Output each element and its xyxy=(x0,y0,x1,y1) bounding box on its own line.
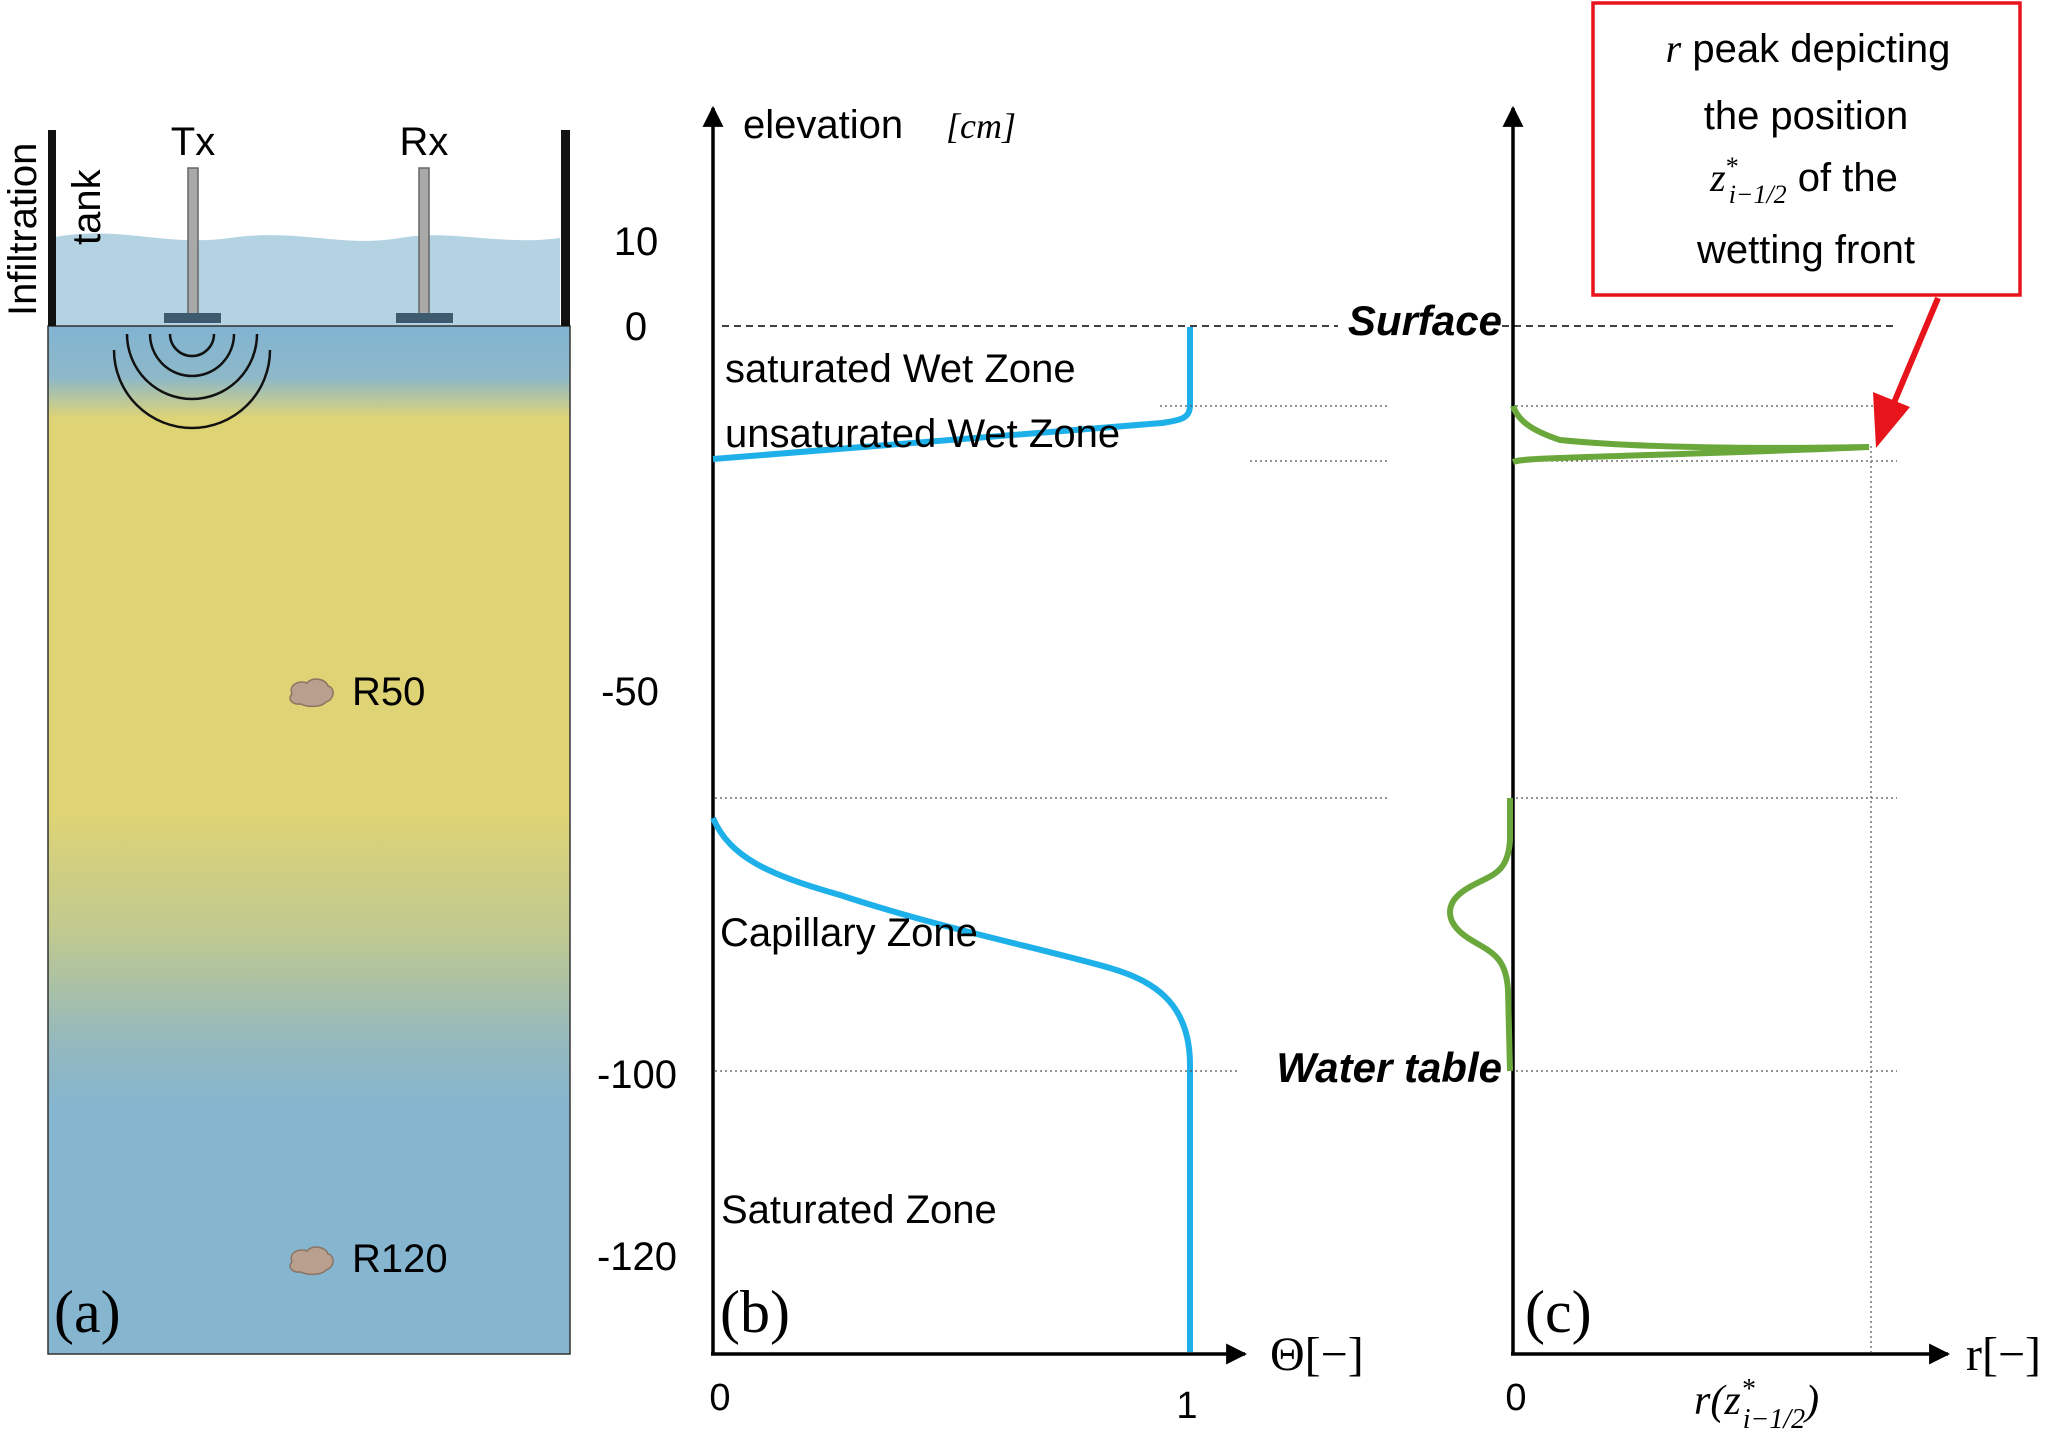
panel-a-label: (a) xyxy=(54,1279,121,1345)
water-table-label: Water table xyxy=(1276,1044,1502,1091)
radar-waves xyxy=(112,333,272,430)
surface-label: Surface xyxy=(1348,297,1502,344)
r-axis-tick-peak-suffix: ) xyxy=(1803,1378,1819,1424)
zone-label-capillary: Capillary Zone xyxy=(720,911,978,955)
callout-line-3-text: of the xyxy=(1787,156,1898,200)
callout-line-3-var: z xyxy=(1709,155,1726,200)
r-axis-tick-peak-var: z xyxy=(1723,1378,1740,1424)
rx-antenna xyxy=(396,167,453,323)
tank-label-infiltration: Infiltration xyxy=(1,143,45,316)
r-axis-tick-peak-sub: i−1/2 xyxy=(1743,1404,1805,1435)
y-tick-minus-120: -120 xyxy=(597,1235,677,1279)
y-tick-0: 0 xyxy=(625,305,647,349)
y-tick-minus-50: -50 xyxy=(601,670,659,714)
receiver-r50-marker xyxy=(289,678,334,708)
guide-lines xyxy=(715,325,1897,1352)
tank-wall-left xyxy=(48,130,56,326)
theta-axis-title: Θ[−] xyxy=(1270,1328,1364,1381)
panel-a: Infiltration tank Tx Rx R50 R120 (a) xyxy=(1,120,571,1355)
theta-profile-capillary xyxy=(710,816,1193,1352)
r-axis-tick-peak-prefix: r( xyxy=(1694,1378,1727,1424)
callout-box xyxy=(1591,1,2022,297)
elevation-axis-unit: [cm] xyxy=(946,106,1016,146)
zone-label-saturated-wet: saturated Wet Zone xyxy=(725,347,1076,391)
rx-label: Rx xyxy=(400,120,449,164)
panel-c-label: (c) xyxy=(1525,1279,1592,1345)
zone-label-unsaturated-wet: unsaturated Wet Zone xyxy=(725,412,1120,456)
receiver-r120-label: R120 xyxy=(352,1237,448,1281)
r-peak-water-table xyxy=(1447,798,1513,1072)
r-axis-tick-peak-sup: * xyxy=(1741,1374,1755,1405)
zone-label-saturated: Saturated Zone xyxy=(721,1188,997,1232)
elevation-axis-title: elevation xyxy=(743,103,903,147)
r-axis-tick-0: 0 xyxy=(1505,1377,1526,1419)
callout-line-1-text: peak depicting xyxy=(1681,27,1950,71)
theta-profile-wet-front xyxy=(712,327,1193,462)
water-layer xyxy=(55,233,560,326)
receiver-r50-label: R50 xyxy=(352,670,425,714)
soil-column xyxy=(47,325,571,1355)
tank-label-tank: tank xyxy=(65,168,109,245)
r-peak-wetting-front xyxy=(1510,404,1870,465)
callout-line-2: the position xyxy=(1704,94,1909,138)
x-tick-1: 1 xyxy=(1176,1385,1197,1427)
receiver-r120-marker xyxy=(289,1246,334,1276)
panel-b: elevation [cm] 10 0 -50 -100 -120 0 1 Θ[… xyxy=(597,103,1364,1427)
tx-label: Tx xyxy=(171,120,215,164)
callout-line-1: r peak depicting xyxy=(1666,26,1951,71)
panel-b-label: (b) xyxy=(720,1279,790,1345)
r-axis-tick-peak: r(z*i−1/2) xyxy=(1694,1374,1819,1435)
x-tick-0: 0 xyxy=(709,1377,730,1419)
r-axis-title: r[−] xyxy=(1966,1328,2041,1381)
y-tick-10: 10 xyxy=(614,220,659,264)
panel-c: 0 r(z*i−1/2) r[−] (c) r peak depicting t… xyxy=(1447,1,2041,1435)
tx-antenna xyxy=(164,167,221,323)
callout-line-4: wetting front xyxy=(1696,228,1915,272)
y-tick-minus-100: -100 xyxy=(597,1053,677,1097)
callout-line-1-var: r xyxy=(1666,26,1682,71)
callout-arrow xyxy=(1873,296,1941,448)
callout-line-3-sup: * xyxy=(1726,152,1739,181)
callout-line-3: z*i−1/2 of the xyxy=(1709,152,1898,209)
tank-wall-right xyxy=(561,130,570,326)
callout-line-3-sub: i−1/2 xyxy=(1729,180,1787,209)
callout-text: r peak depicting the position z*i−1/2 of… xyxy=(1666,26,1951,272)
